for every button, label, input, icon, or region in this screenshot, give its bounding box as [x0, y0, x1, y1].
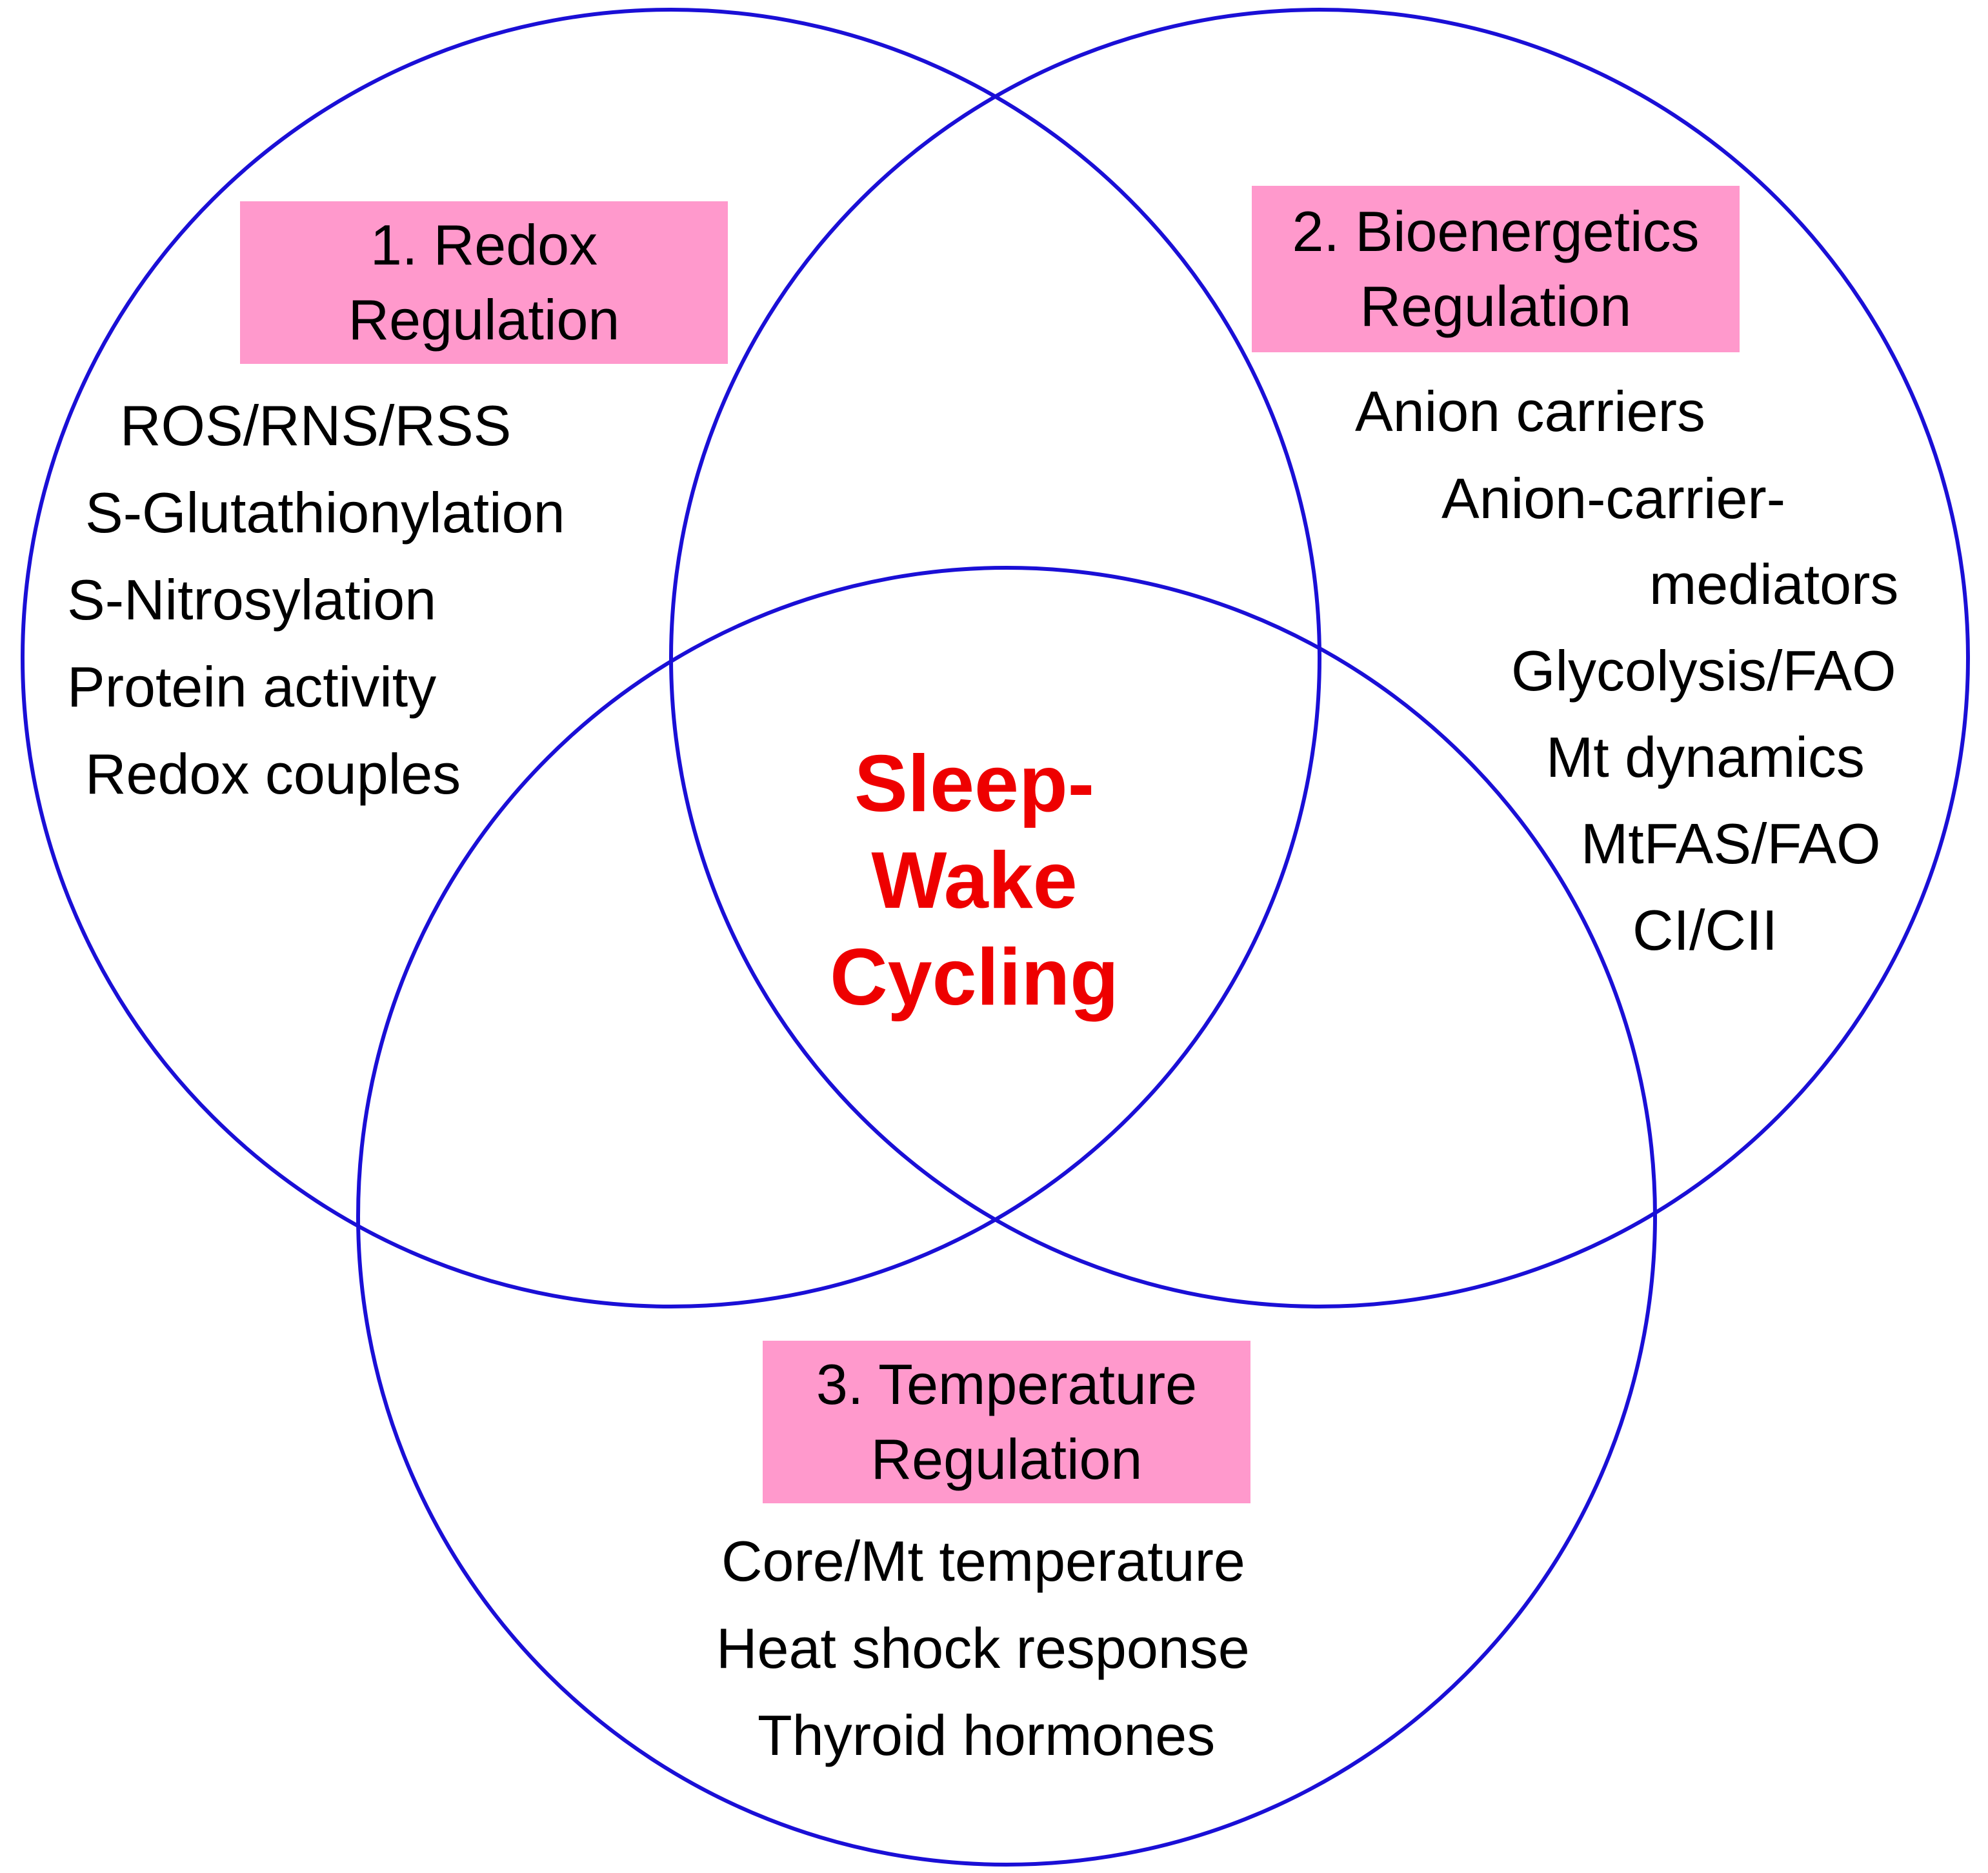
temperature-item: Heat shock response [716, 1616, 1250, 1680]
bioenergetics-title-line2: Regulation [1360, 274, 1632, 338]
redox-item: S-Glutathionylation [85, 481, 565, 545]
temperature-title-line1: 3. Temperature [816, 1352, 1198, 1416]
bioenergetics-item: Mt dynamics [1546, 725, 1865, 789]
bioenergetics-item: Anion-carrier- [1441, 466, 1786, 530]
bioenergetics-label: 2. Bioenergetics Regulation [1252, 186, 1740, 352]
redox-item: Redox couples [85, 742, 461, 806]
temperature-title-line2: Regulation [870, 1427, 1143, 1491]
redox-label: 1. Redox Regulation [240, 201, 728, 364]
temperature-label: 3. Temperature Regulation [763, 1341, 1250, 1503]
redox-title-line2: Regulation [348, 288, 620, 352]
temperature-item: Thyroid hormones [758, 1703, 1216, 1767]
bioenergetics-item: Anion carriers [1355, 379, 1705, 443]
bioenergetics-item: mediators [1649, 552, 1899, 616]
redox-circle [21, 8, 1321, 1308]
bioenergetics-item: Glycolysis/FAO [1511, 639, 1896, 703]
temperature-item: Core/Mt temperature [721, 1529, 1245, 1593]
center-title: Sleep- Wake Cycling [748, 736, 1200, 1026]
bioenergetics-circle [669, 8, 1970, 1308]
bioenergetics-item: MtFAS/FAO [1581, 812, 1881, 876]
center-title-line2: Wake [871, 836, 1078, 925]
bioenergetics-title-line1: 2. Bioenergetics [1292, 199, 1700, 263]
bioenergetics-item: CI/CII [1632, 898, 1778, 962]
temperature-circle [356, 566, 1657, 1867]
redox-item: S-Nitrosylation [67, 568, 437, 632]
center-title-line1: Sleep- [854, 739, 1095, 828]
center-title-line3: Cycling [830, 933, 1119, 1022]
redox-title-line1: 1. Redox [370, 213, 598, 277]
redox-item: ROS/RNS/RSS [120, 394, 512, 457]
redox-item: Protein activity [67, 655, 437, 719]
